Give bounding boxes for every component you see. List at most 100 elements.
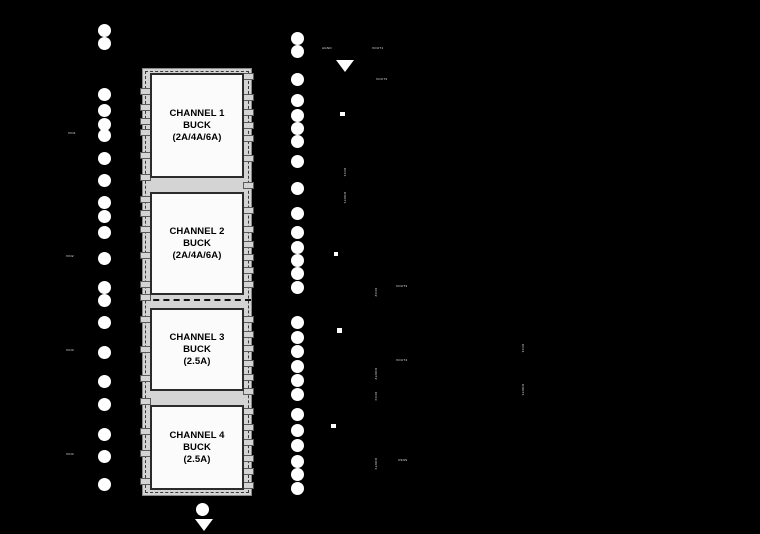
left-pin-7[interactable] <box>98 152 111 165</box>
left-pin-12[interactable] <box>98 252 111 265</box>
right-pin-15[interactable] <box>291 281 304 294</box>
channel-2-type: BUCK <box>183 237 211 249</box>
right-pin-23[interactable] <box>291 424 304 437</box>
lead-right <box>243 331 254 338</box>
channel-3-rating: (2.5A) <box>183 355 211 367</box>
left-pin-3[interactable] <box>98 88 111 101</box>
right-pin-11[interactable] <box>291 226 304 239</box>
lead-right <box>243 254 254 261</box>
lead-right <box>243 468 254 475</box>
node-3 <box>337 328 342 333</box>
right-pin-17[interactable] <box>291 331 304 344</box>
lead-right <box>243 267 254 274</box>
channel-1-buck-block[interactable]: CHANNEL 1 BUCK (2A/4A/6A) <box>150 73 244 178</box>
right-pin-9[interactable] <box>291 182 304 195</box>
right-pin-16[interactable] <box>291 316 304 329</box>
right-pin-3[interactable] <box>291 73 304 86</box>
right-pin-27[interactable] <box>291 482 304 495</box>
left-pin-4[interactable] <box>98 104 111 117</box>
channel-3-type: BUCK <box>183 343 211 355</box>
lead-right <box>243 182 254 189</box>
channel-2-buck-block[interactable]: CHANNEL 2 BUCK (2A/4A/6A) <box>150 192 244 295</box>
right-pin-25[interactable] <box>291 455 304 468</box>
lead-right <box>243 482 254 489</box>
right-pin-24[interactable] <box>291 439 304 452</box>
right-pin-19[interactable] <box>291 360 304 373</box>
right-pin-21[interactable] <box>291 388 304 401</box>
channel-1-rating: (2A/4A/6A) <box>172 131 222 143</box>
right-label-3: VOUT2 <box>376 77 388 81</box>
vert-label-5: CFF3 <box>374 392 378 401</box>
left-pin-19[interactable] <box>98 428 111 441</box>
right-pin-1[interactable] <box>291 32 304 45</box>
right-pin-4[interactable] <box>291 94 304 107</box>
lead-right <box>243 122 254 129</box>
left-pin-9[interactable] <box>98 196 111 209</box>
vert-label-8: COUT4 <box>521 384 525 396</box>
vert-label-1: CFF1 <box>343 168 347 177</box>
lead-left <box>140 294 151 301</box>
ground-pin[interactable] <box>196 503 209 516</box>
lead-right <box>243 360 254 367</box>
lead-right <box>243 281 254 288</box>
right-pin-18[interactable] <box>291 345 304 358</box>
right-pin-7[interactable] <box>291 135 304 148</box>
ground-symbol-bottom <box>195 519 213 531</box>
channel-4-buck-block[interactable]: CHANNEL 4 BUCK (2.5A) <box>150 405 244 490</box>
channel-1-type: BUCK <box>183 119 211 131</box>
lead-right <box>243 241 254 248</box>
left-pin-10[interactable] <box>98 210 111 223</box>
right-pin-2[interactable] <box>291 45 304 58</box>
channel-4-title: CHANNEL 4 <box>169 429 225 441</box>
right-label-5: VOUT4 <box>396 358 408 362</box>
right-pin-10[interactable] <box>291 207 304 220</box>
package-group-divider <box>143 299 251 301</box>
left-pin-21[interactable] <box>98 478 111 491</box>
right-label-4: VOUT3 <box>396 284 408 288</box>
lead-right <box>243 226 254 233</box>
node-4 <box>331 424 336 428</box>
channel-4-rating: (2.5A) <box>183 453 211 465</box>
left-pin-14[interactable] <box>98 294 111 307</box>
left-pin-8[interactable] <box>98 174 111 187</box>
vert-label-4: COUT2 <box>374 368 378 380</box>
right-pin-22[interactable] <box>291 408 304 421</box>
channel-2-rating: (2A/4A/6A) <box>172 249 222 261</box>
left-pin-13[interactable] <box>98 281 111 294</box>
left-pin-20[interactable] <box>98 450 111 463</box>
channel-3-buck-block[interactable]: CHANNEL 3 BUCK (2.5A) <box>150 308 244 391</box>
node-1 <box>340 112 345 116</box>
left-pin-2[interactable] <box>98 37 111 50</box>
right-pin-5[interactable] <box>291 109 304 122</box>
ground-symbol-top <box>336 60 354 72</box>
left-pin-15[interactable] <box>98 316 111 329</box>
right-pin-20[interactable] <box>291 374 304 387</box>
vert-label-6: COUT3 <box>374 458 378 470</box>
channel-2-title: CHANNEL 2 <box>169 225 225 237</box>
lead-right <box>243 388 254 395</box>
left-pin-6[interactable] <box>98 129 111 142</box>
lead-right <box>243 374 254 381</box>
left-label-4: VIN4 <box>66 452 74 456</box>
right-pin-13[interactable] <box>291 254 304 267</box>
right-pin-14[interactable] <box>291 267 304 280</box>
channel-1-title: CHANNEL 1 <box>169 107 225 119</box>
lead-right <box>243 455 254 462</box>
lead-right <box>243 135 254 142</box>
right-pin-12[interactable] <box>291 241 304 254</box>
left-pin-5[interactable] <box>98 118 111 131</box>
left-pin-1[interactable] <box>98 24 111 37</box>
lead-right <box>243 345 254 352</box>
node-2 <box>334 252 338 256</box>
right-pin-8[interactable] <box>291 155 304 168</box>
left-pin-11[interactable] <box>98 226 111 239</box>
right-pin-6[interactable] <box>291 122 304 135</box>
lead-right <box>243 439 254 446</box>
left-pin-17[interactable] <box>98 375 111 388</box>
vert-label-2: COUT1 <box>343 192 347 204</box>
lead-right <box>243 408 254 415</box>
right-pin-26[interactable] <box>291 468 304 481</box>
left-pin-16[interactable] <box>98 346 111 359</box>
right-label-6: VSNS <box>398 458 408 462</box>
left-pin-18[interactable] <box>98 398 111 411</box>
